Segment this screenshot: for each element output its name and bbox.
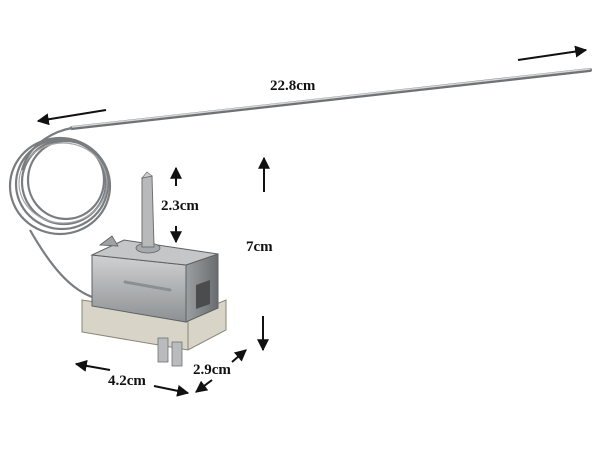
capillary-length-label: 22.8cm	[270, 78, 316, 94]
total-height-label: 7cm	[246, 239, 273, 255]
dimension-arrows	[36, 45, 588, 397]
length-arrow-left	[36, 109, 107, 126]
body-depth-label: 2.9cm	[193, 362, 231, 378]
length-arrow-right	[517, 45, 588, 61]
width-arrow-right	[153, 384, 190, 397]
body-width-label: 4.2cm	[108, 373, 146, 389]
thermostat-body	[81, 235, 227, 367]
control-shaft	[135, 171, 161, 254]
depth-arrow-left	[195, 379, 213, 393]
depth-arrow-right	[231, 349, 247, 363]
capillary-rod	[70, 68, 592, 130]
capillary-coil	[8, 126, 112, 300]
shaft-height-label: 2.3cm	[161, 198, 199, 214]
width-arrow-left	[74, 359, 111, 372]
